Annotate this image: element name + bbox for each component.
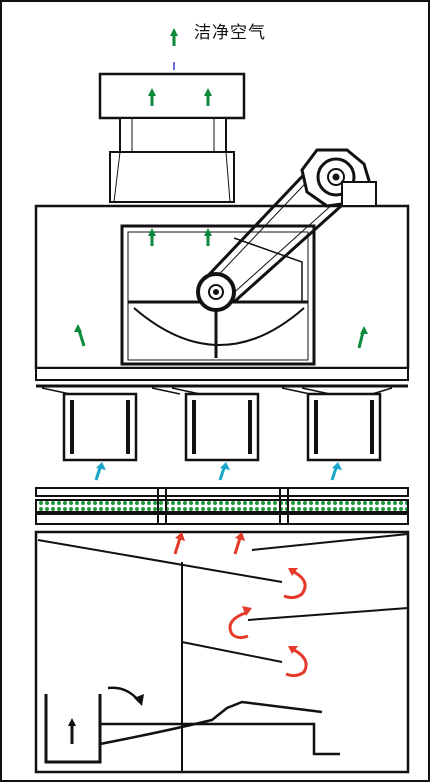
clean-air-arrow-fan-left [148,228,156,246]
dirty-air-arrow-2 [233,532,245,555]
filter-bags [62,392,382,462]
clean-air-arrow-casing-left [74,324,86,347]
settling-chamber [34,530,410,774]
filtered-air-arrow-3 [330,462,342,481]
dirty-air-arrow-1 [173,532,185,555]
swirl-arrow-3 [285,646,308,678]
clean-air-arrow-duct-left [148,88,156,106]
swirl-arrow-2 [228,606,252,640]
filtered-air-arrow-2 [218,462,230,481]
clean-air-arrow-duct-right [204,88,212,106]
clean-air-arrow-fan-right [204,228,212,246]
filter-rail-bottom [35,513,409,525]
upper-rail [35,367,409,381]
outlet-duct-neck [119,117,227,153]
filtered-air-arrow-1 [94,462,106,481]
clean-air-arrows [74,28,368,349]
dust-out-arrow [68,718,76,744]
filtered-air-arrows [94,462,342,481]
dirty-air-arrows [173,532,245,555]
clean-air-arrow-casing-right [357,326,368,349]
clean-air-arrow-top [170,28,178,46]
dust-hopper [42,694,408,773]
outlet-duct-box [98,72,246,120]
swirl-arrow-1 [283,568,307,600]
outlet-duct-taper [109,151,235,203]
dust-flow-arrow [107,686,144,706]
baffle-plates [37,533,409,663]
belt-drive [196,148,377,312]
filter-rail-top [35,487,409,497]
clean-air-caption: 洁净空气 [194,23,266,43]
swirl-arrows [228,568,308,678]
filter-media [35,499,409,513]
